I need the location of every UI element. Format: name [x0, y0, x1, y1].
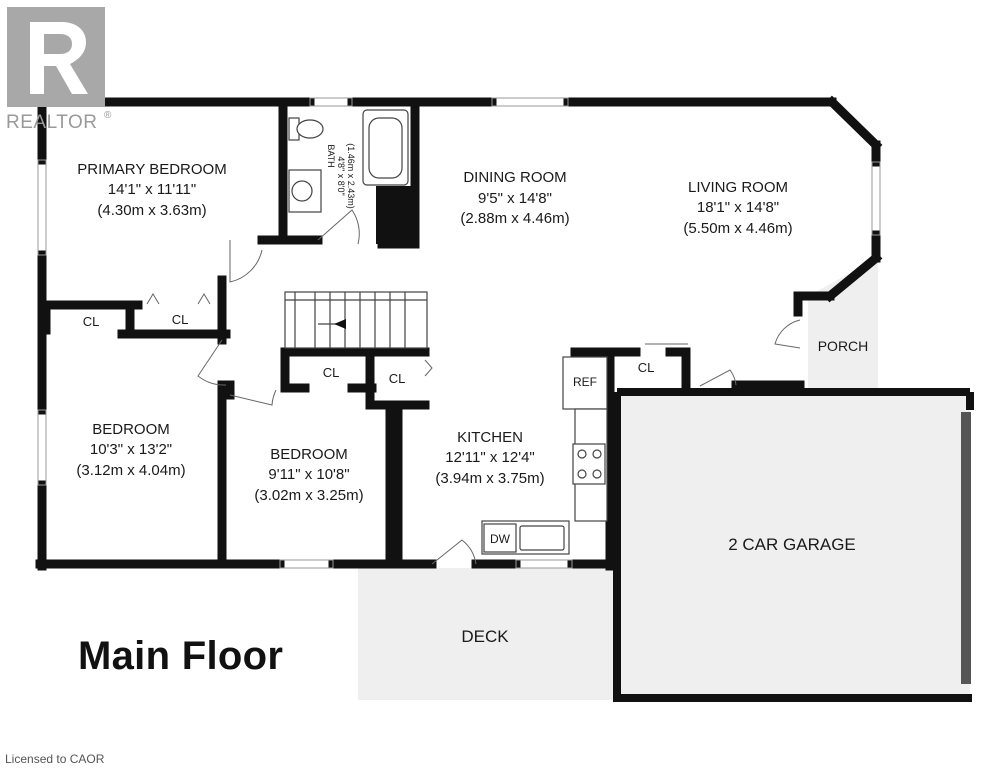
realtor-wordmark: REALTOR: [6, 112, 98, 133]
closet-label: CL: [172, 312, 189, 327]
bath-fixtures: [288, 109, 409, 213]
garage-walls: [613, 388, 974, 702]
fridge-icon: [562, 356, 608, 410]
walls: [35, 95, 883, 571]
realtor-logo: REALTOR ®: [6, 7, 112, 133]
bedroom-3-name: BEDROOM: [270, 446, 348, 463]
dining-room-imperial: 9'5" x 14'8": [478, 190, 552, 207]
closet-label: CL: [323, 365, 340, 380]
closet-label: CL: [83, 314, 100, 329]
bath-shower-block: [376, 186, 415, 244]
garage-door: [961, 412, 971, 684]
stove-icon: [572, 443, 606, 485]
closet-label: CL: [389, 371, 406, 386]
windows: [37, 97, 881, 569]
bath-name: BATH: [326, 144, 336, 167]
garage-name: 2 CAR GARAGE: [728, 535, 856, 554]
living-room-name: LIVING ROOM: [688, 179, 788, 196]
kitchen-name: KITCHEN: [457, 429, 523, 446]
living-room-imperial: 18'1" x 14'8": [697, 199, 779, 216]
primary-bedroom-name: PRIMARY BEDROOM: [77, 161, 226, 178]
bedroom-2-metric: (3.12m x 4.04m): [76, 462, 185, 479]
bedroom-3-metric: (3.02m x 3.25m): [254, 487, 363, 504]
dining-room-metric: (2.88m x 4.46m): [460, 210, 569, 227]
kitchen-imperial: 12'11" x 12'4": [445, 449, 535, 466]
stairs-arrow-icon: [334, 319, 346, 329]
kitchen-metric: (3.94m x 3.75m): [435, 470, 544, 487]
primary-bedroom-metric: (4.30m x 3.63m): [97, 202, 206, 219]
floor-title: Main Floor: [78, 634, 284, 678]
deck-name: DECK: [461, 627, 509, 646]
kitchen-sink-icon: [519, 525, 565, 551]
primary-bedroom-imperial: 14'1" x 11'11": [108, 181, 196, 198]
dishwasher-icon: [483, 523, 517, 553]
bath-metric: (1.46m x 2.43m): [346, 143, 356, 209]
fridge-label: REF: [573, 375, 597, 389]
living-room-metric: (5.50m x 4.46m): [683, 220, 792, 237]
license-text: Licensed to CAOR: [5, 752, 105, 766]
closet-label: CL: [638, 360, 655, 375]
bedroom-2-imperial: 10'3" x 13'2": [90, 441, 172, 458]
porch-area: [808, 258, 878, 388]
porch-name: PORCH: [818, 338, 869, 354]
bath-imperial: 4'8" x 8'0": [336, 156, 346, 195]
room-labels: PRIMARY BEDROOM 14'1" x 11'11" (4.30m x …: [76, 143, 868, 646]
bedroom-3-imperial: 9'11" x 10'8": [268, 466, 349, 483]
bedroom-2-name: BEDROOM: [92, 421, 170, 438]
deck-area: [358, 568, 620, 700]
doors: [146, 209, 801, 565]
garage-area: [617, 392, 970, 697]
realtor-registered-mark: ®: [104, 110, 112, 121]
dishwasher-label: DW: [490, 532, 511, 546]
dining-room-name: DINING ROOM: [463, 169, 566, 186]
kitchen-fixtures: [481, 356, 608, 555]
stairs-icon: [284, 291, 428, 349]
